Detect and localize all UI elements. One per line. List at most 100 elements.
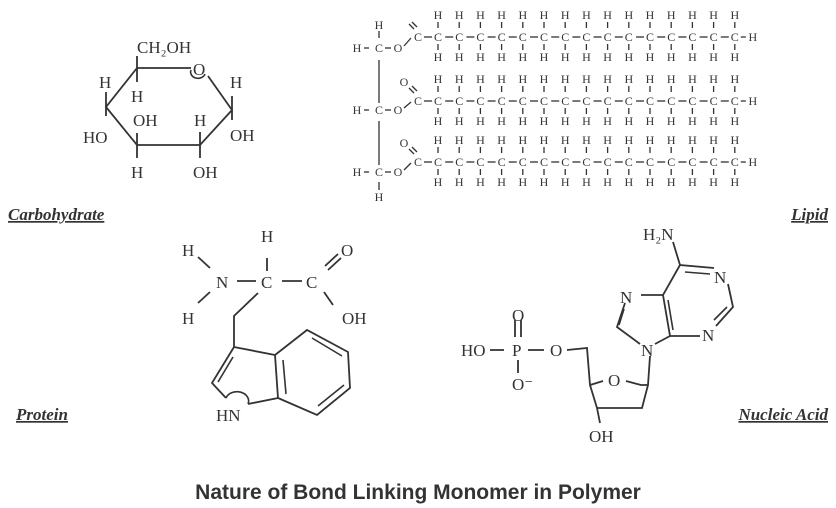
atom-h: H xyxy=(624,8,633,22)
atom-c-carbonyl: C xyxy=(414,155,422,169)
label-carbohydrate: Carbohydrate xyxy=(8,205,105,224)
atom-h: H xyxy=(497,50,506,64)
atom-h: H xyxy=(709,133,718,147)
atom-h: H xyxy=(709,114,718,128)
atom-h: H xyxy=(582,133,591,147)
atom-o: O xyxy=(400,136,409,150)
atom-o: O xyxy=(512,306,524,325)
atom-h: H xyxy=(518,50,527,64)
atom-h: H xyxy=(455,8,464,22)
atom-h: H xyxy=(375,18,384,32)
carbonyl-bond xyxy=(408,87,415,94)
atom-h: H xyxy=(497,175,506,189)
atom-h: H xyxy=(540,114,549,128)
carbonyl-bond xyxy=(411,146,418,153)
atom-n3: N xyxy=(702,326,714,345)
protein-structure: H N C C O OH H H HN xyxy=(182,227,367,425)
atom-ho: HO xyxy=(461,341,486,360)
atom-c: C xyxy=(625,30,633,44)
atom-o-minus: O⁻ xyxy=(512,375,533,394)
atom-h: H xyxy=(603,133,612,147)
atom-c: C xyxy=(498,94,506,108)
atom-h: H xyxy=(561,175,570,189)
atom-h: H xyxy=(455,72,464,86)
atom-h-terminal: H xyxy=(748,94,757,108)
atom-n: N xyxy=(216,273,228,292)
atom-c: C xyxy=(498,155,506,169)
adenine-double-bonds xyxy=(618,271,728,331)
atom-h: H xyxy=(688,72,697,86)
atom-c: C xyxy=(455,30,463,44)
atom-h: H xyxy=(709,72,718,86)
atom-c: C xyxy=(455,94,463,108)
atom-h: H xyxy=(434,133,443,147)
atom-h: H xyxy=(667,8,676,22)
atom-h: H xyxy=(353,41,362,55)
atom-c: C xyxy=(731,30,739,44)
atom-p: P xyxy=(512,341,521,360)
atom-h: H xyxy=(646,175,655,189)
atom-h: H xyxy=(624,72,633,86)
atom-h: H xyxy=(624,175,633,189)
atom-h: H xyxy=(497,72,506,86)
atom-h: H xyxy=(582,114,591,128)
atom-h: H xyxy=(518,133,527,147)
atom-h: H xyxy=(624,50,633,64)
atom-h: H xyxy=(497,114,506,128)
atom-h: H xyxy=(603,72,612,86)
diagram-title: Nature of Bond Linking Monomer in Polyme… xyxy=(195,481,641,504)
atom-c: C xyxy=(519,94,527,108)
atom-oh: OH xyxy=(589,427,614,446)
atom-c-carbonyl: C xyxy=(306,273,317,292)
atom-oh: OH xyxy=(193,163,218,182)
ch2oh-label: CH₂OH xyxy=(137,38,191,57)
atom-c: C xyxy=(476,30,484,44)
glucose-ring-bonds xyxy=(104,67,234,146)
atom-h: H xyxy=(667,114,676,128)
atom-c: C xyxy=(561,155,569,169)
atom-h: H xyxy=(182,309,194,328)
atom-h: H xyxy=(497,8,506,22)
atom-h: H xyxy=(518,72,527,86)
atom-c: C xyxy=(561,30,569,44)
atom-h: H xyxy=(667,175,676,189)
atom-h: H xyxy=(582,50,591,64)
atom-h2n: H₂N xyxy=(643,225,673,244)
atom-h: H xyxy=(667,50,676,64)
atom-c: C xyxy=(561,94,569,108)
atom-c: C xyxy=(519,30,527,44)
sugar-ring-oxygen: O xyxy=(608,371,620,390)
atom-c: C xyxy=(519,155,527,169)
atom-o: O xyxy=(394,41,403,55)
atom-h: H xyxy=(455,133,464,147)
atom-c: C xyxy=(710,94,718,108)
atom-c: C xyxy=(434,30,442,44)
atom-h: H xyxy=(667,72,676,86)
atom-c: C xyxy=(375,103,383,117)
atom-h: H xyxy=(230,73,242,92)
atom-c: C xyxy=(540,30,548,44)
atom-c: C xyxy=(540,94,548,108)
atom-h: H xyxy=(476,133,485,147)
atom-c: C xyxy=(604,94,612,108)
atom-h: H xyxy=(99,73,111,92)
atom-h: H xyxy=(476,114,485,128)
atom-h: H xyxy=(182,241,194,260)
atom-c: C xyxy=(476,155,484,169)
atom-h: H xyxy=(476,72,485,86)
atom-o: O xyxy=(394,165,403,179)
atom-o5: O xyxy=(550,341,562,360)
carbonyl-bond xyxy=(408,148,415,155)
atom-oh: OH xyxy=(133,111,158,130)
atom-h: H xyxy=(540,133,549,147)
atom-c: C xyxy=(625,155,633,169)
atom-h: H xyxy=(476,175,485,189)
atom-h: H xyxy=(540,8,549,22)
label-protein: Protein xyxy=(15,405,68,424)
atom-h: H xyxy=(688,133,697,147)
atom-c: C xyxy=(455,155,463,169)
atom-h: H xyxy=(561,133,570,147)
atom-h: H xyxy=(455,175,464,189)
atom-h: H xyxy=(561,72,570,86)
